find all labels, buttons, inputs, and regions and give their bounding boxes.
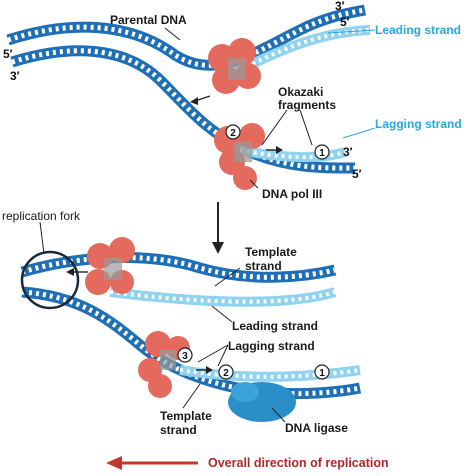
overall-direction-arrowhead — [106, 456, 122, 470]
lagging-strand-label-bottom: Lagging strand — [228, 339, 315, 353]
dna-pol-iii-bottom-leading — [85, 237, 135, 295]
end-5-top-right: 5′ — [340, 15, 350, 29]
overall-direction-label: Overall direction of replication — [208, 456, 389, 470]
bottom-leading-arrowhead — [66, 268, 74, 276]
transition-arrowhead — [212, 242, 224, 254]
step-circle-3-bottom — [177, 347, 193, 363]
step-number-2-top: 2 — [230, 128, 236, 139]
dna-ligase-label: DNA ligase — [285, 421, 348, 435]
template-pointer-top — [214, 267, 241, 287]
overall-direction: Overall direction of replication — [106, 456, 389, 470]
step-circle-2-top — [225, 124, 241, 140]
step-number-2-bottom: 2 — [223, 368, 229, 379]
lagging-pointer — [342, 127, 376, 139]
step-number-1-bottom: 1 — [319, 368, 325, 379]
leading-strand-label-top: Leading strand — [375, 23, 461, 37]
replication-fork-label: replication fork — [2, 209, 81, 223]
template-strand-label-1: Template — [245, 245, 297, 259]
lagging-arrowhead — [276, 146, 283, 154]
step-number-3-bottom: 3 — [182, 351, 188, 362]
template-strand-upper — [20, 252, 337, 283]
okazaki-pointer-2 — [299, 109, 313, 146]
template-strand2-label-1: Template — [160, 409, 212, 423]
lagging-strand-new-bottom-rungs — [179, 368, 361, 379]
dna-pol-iii-bottom-lagging — [138, 331, 190, 398]
template-pointer-bottom — [182, 383, 201, 409]
dna-pol-label: DNA pol III — [262, 187, 322, 201]
okazaki-label-line1: Okazaki — [278, 85, 323, 99]
top-panel: 2 1 Parental DNA Leading strand Lagging … — [3, 0, 462, 201]
parental-dna-pointer — [164, 27, 181, 41]
step-circle-2-bottom — [218, 364, 234, 380]
lagging-strand-label-top: Lagging strand — [375, 117, 462, 131]
dna-pol-iii-top-leading — [208, 38, 261, 94]
step-circle-1-top — [314, 144, 330, 160]
parental-dna-label: Parental DNA — [110, 13, 187, 27]
end-3-left: 3′ — [10, 69, 20, 83]
step-number-1-top: 1 — [319, 148, 325, 159]
step-circle-1-bottom — [314, 364, 330, 380]
lagging-strand-new-top-rungs — [239, 148, 346, 160]
template-strand2-label-2: strand — [160, 423, 197, 437]
parental-strand-lower — [10, 45, 356, 174]
template-strand-label-2: strand — [245, 259, 282, 273]
end-3-top-right: 3′ — [335, 0, 345, 13]
replication-fork-pointer — [39, 221, 45, 255]
dna-ligase-lobe — [231, 382, 259, 402]
end-3-lower-right: 3′ — [343, 145, 353, 159]
leading-pointer — [327, 29, 376, 34]
end-5-lower-right: 5′ — [352, 167, 362, 181]
lagging-pointer-bottom-1 — [197, 344, 229, 363]
leading-strand-label-bottom: Leading strand — [232, 319, 318, 333]
bottom-lagging-arrowhead — [206, 366, 213, 374]
okazaki-pointer-1 — [261, 109, 288, 146]
leading-strand-new-bottom-rungs — [109, 290, 336, 304]
okazaki-label-line2: fragments — [278, 98, 336, 112]
leading-arrowhead — [190, 97, 198, 105]
end-5-left: 5′ — [3, 47, 13, 61]
ligase-pointer — [271, 407, 286, 423]
leading-pointer-bottom — [211, 305, 233, 323]
template-strand-lower-rungs — [21, 289, 361, 397]
lagging-pointer-bottom-2 — [217, 344, 229, 367]
replication-fork-circle — [20, 250, 80, 310]
pol-pointer — [249, 179, 259, 189]
bottom-panel: 3 2 1 replication fork Template strand L… — [2, 209, 362, 437]
